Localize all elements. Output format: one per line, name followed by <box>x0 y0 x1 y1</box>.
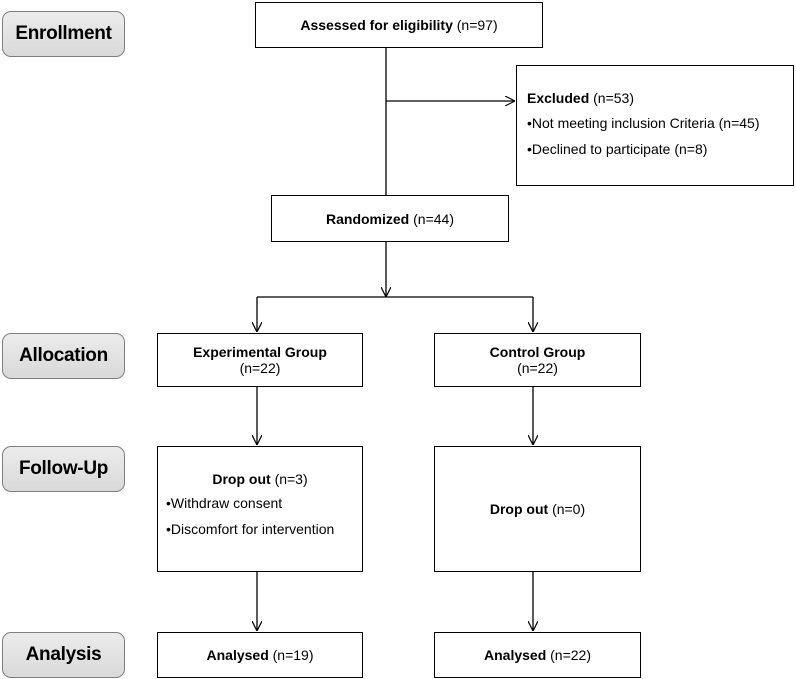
experimental-group-label: Experimental Group <box>193 344 327 360</box>
excluded-label: Excluded <box>527 90 590 106</box>
experimental-dropout-n: (n=3) <box>274 471 308 487</box>
control-group-label: Control Group <box>489 344 586 360</box>
experimental-dropout-box: Drop out (n=3) •Withdraw consent •Discom… <box>157 446 363 572</box>
experimental-dropout-reason-2: •Discomfort for intervention <box>166 521 335 537</box>
stage-allocation: Allocation <box>2 333 125 379</box>
stage-analysis-label: Analysis <box>25 644 102 665</box>
stage-enrollment: Enrollment <box>2 11 125 57</box>
stage-followup-label: Follow-Up <box>18 458 109 479</box>
experimental-dropout-label: Drop out <box>212 471 271 487</box>
excluded-reason-2: •Declined to participate (n=8) <box>527 141 708 157</box>
experimental-group-n: (n=22) <box>239 360 281 376</box>
control-dropout-n: (n=0) <box>552 501 586 517</box>
experimental-dropout-reason-1: •Withdraw consent <box>166 495 283 511</box>
control-analysed-n: (n=22) <box>550 647 591 663</box>
experimental-analysed-n: (n=19) <box>272 647 314 663</box>
randomized-label: Randomized <box>326 210 410 227</box>
randomized-n: (n=44) <box>413 210 454 227</box>
randomized-box: Randomized (n=44) <box>271 195 509 242</box>
experimental-group-box: Experimental Group (n=22) <box>157 333 363 387</box>
control-dropout-label: Drop out <box>489 501 549 517</box>
control-group-n: (n=22) <box>517 360 558 376</box>
assessed-label: Assessed for eligibility <box>300 17 453 33</box>
control-analysed-label: Analysed <box>484 647 547 663</box>
assessed-n: (n=97) <box>456 17 498 33</box>
control-dropout-box: Drop out (n=0) <box>434 446 641 572</box>
control-analysed-box: Analysed (n=22) <box>434 632 641 678</box>
stage-enrollment-label: Enrollment <box>15 23 112 44</box>
stage-allocation-label: Allocation <box>19 345 108 366</box>
stage-analysis: Analysis <box>2 632 125 678</box>
experimental-analysed-label: Analysed <box>206 647 269 663</box>
excluded-box: Excluded (n=53) •Not meeting inclusion C… <box>516 65 794 186</box>
assessed-box: Assessed for eligibility (n=97) <box>255 2 543 48</box>
experimental-analysed-box: Analysed (n=19) <box>157 632 363 678</box>
control-group-box: Control Group (n=22) <box>434 333 641 387</box>
excluded-n: (n=53) <box>593 90 634 106</box>
stage-followup: Follow-Up <box>2 446 125 492</box>
excluded-reason-1: •Not meeting inclusion Criteria (n=45) <box>527 115 760 131</box>
